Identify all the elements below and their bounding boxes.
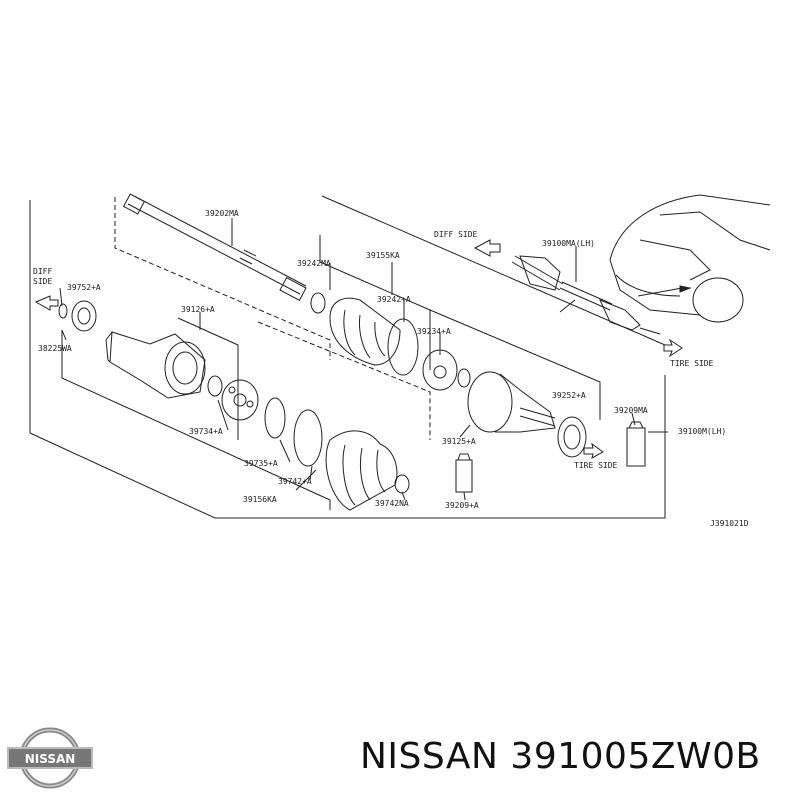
label-39156ka: 39156KA [243,495,277,504]
group-line-lower [257,321,431,440]
housing-39126a [105,331,206,399]
label-39735a: 39735+A [244,459,278,468]
label-39202ma: 39202MA [205,209,239,218]
arrow-tire-side-top [663,338,683,358]
clip-38225wa [58,303,68,319]
label-39209a: 39209+A [445,501,479,510]
label-diff-side-top: DIFF SIDE [434,230,478,239]
cage-39234a [422,349,458,391]
shaft-assembly-39100ma [511,255,661,335]
outer-joint-39125a [467,371,556,433]
diagram-code: J391021D [710,519,749,528]
band-39742a [293,409,323,467]
frame-outline [29,200,666,519]
label-tire-side-top: TIRE SIDE [670,359,714,368]
label-39125a: 39125+A [442,437,476,446]
band-39242a [387,318,419,376]
arrow-diff-side-top [473,239,501,257]
label-39242ma: 39242MA [297,259,331,268]
label-diff-side-left-1: DIFF [33,267,52,276]
label-diff-side-left-2: SIDE [33,277,52,286]
ring-39234a-clip [457,368,471,388]
leader-lines [59,218,668,501]
label-38225wa: 38225WA [38,344,72,353]
ring-39734a [207,375,223,397]
tripod-joint [221,379,259,421]
bracket-right2 [429,309,601,420]
group-line-upper [114,197,331,360]
ring-39735a [264,397,286,439]
label-39252a: 39252+A [552,391,586,400]
shaft-39202ma [122,193,307,302]
label-39742a: 39742+A [278,477,312,486]
label-39100m-lh-right: 39100M(LH) [678,427,726,436]
ring-39752a [71,300,97,332]
label-39234a: 39234+A [417,327,451,336]
arrow-tire-side-bottom [583,442,604,459]
label-39734a: 39734+A [189,427,223,436]
label-39742na: 39742NA [375,499,409,508]
car-sketch [609,194,771,323]
seal-39752a-inner [77,307,91,325]
label-39126a: 39126+A [181,305,215,314]
ring-39242ma [310,292,326,314]
band-39742na [394,474,410,494]
bracket-center [177,317,239,440]
label-39155ka: 39155KA [366,251,400,260]
label-39209ma: 39209MA [614,406,648,415]
label-39752a: 39752+A [67,283,101,292]
boot-39155ka [329,297,401,366]
nissan-logo: NISSAN [7,727,93,789]
bracket-right [319,235,431,370]
part-title: NISSAN 391005ZW0B [360,736,761,777]
grease-39209a [455,453,473,493]
group-line-right [321,195,666,346]
arrow-diff-side-left [34,295,59,311]
ring-39252a-inner [563,424,581,450]
ring-39252a [557,416,587,458]
nissan-logo-text: NISSAN [25,752,76,766]
label-39100ma-lh-top: 39100MA(LH) [542,239,595,248]
label-39242a: 39242+A [377,295,411,304]
boot-39156ka [325,430,398,511]
label-tire-side-bottom: TIRE SIDE [574,461,618,470]
grease-39209ma [626,421,646,467]
arrow-car-pointer [637,285,692,297]
bracket-left [61,330,331,510]
